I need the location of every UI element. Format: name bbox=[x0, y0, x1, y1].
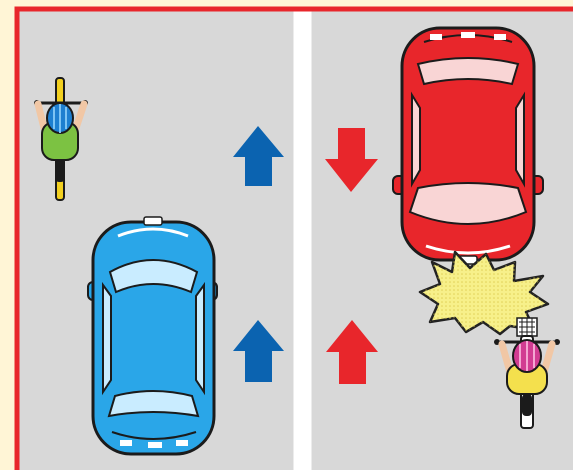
green-shirt-cyclist bbox=[34, 77, 88, 201]
left-lane-arrow-bottom bbox=[233, 320, 284, 382]
right-lane-arrow-bottom bbox=[326, 320, 378, 384]
left-lane-arrow-top bbox=[233, 126, 284, 186]
red-frame bbox=[14, 6, 573, 470]
yellow-shirt-cyclist bbox=[494, 317, 560, 429]
collision-burst bbox=[418, 250, 550, 336]
red-car bbox=[392, 26, 544, 265]
blue-car bbox=[87, 216, 218, 456]
lane-divider bbox=[293, 11, 312, 470]
right-lane-arrow-top bbox=[325, 128, 378, 192]
